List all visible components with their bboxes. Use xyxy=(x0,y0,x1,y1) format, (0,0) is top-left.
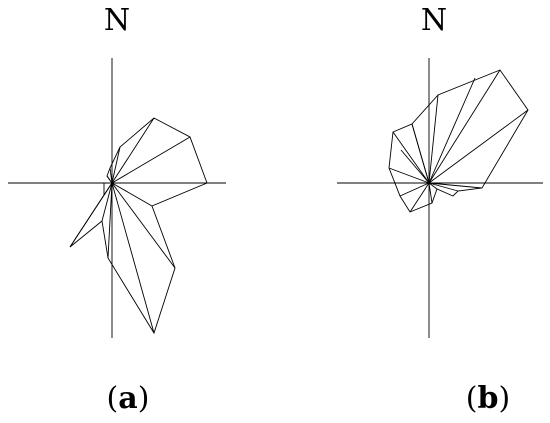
rose-spoke xyxy=(111,146,121,184)
panel-label-a: (a) xyxy=(107,381,150,416)
rose-spoke xyxy=(388,167,430,184)
rose-spoke xyxy=(111,136,191,184)
rose-spoke xyxy=(428,94,439,184)
rose-spoke xyxy=(428,182,459,192)
rose-spokes-a xyxy=(69,117,207,334)
rose-spoke xyxy=(428,182,483,189)
rose-outline-b xyxy=(388,69,529,213)
rose-spoke xyxy=(428,109,529,184)
rose-spoke xyxy=(107,182,113,259)
rose-spoke xyxy=(111,182,176,269)
rose-spoke xyxy=(428,182,438,190)
rose-spoke xyxy=(111,182,153,207)
rose-spoke xyxy=(392,131,430,184)
rose-spoke xyxy=(400,149,430,184)
rose-spoke xyxy=(111,182,155,334)
rose-outline-a xyxy=(69,117,208,335)
panel-a: N (a) xyxy=(8,3,226,416)
rose-spoke xyxy=(109,167,113,184)
rose-spoke xyxy=(428,182,433,204)
rose-spoke xyxy=(428,77,476,184)
rose-spoke xyxy=(428,69,501,184)
panel-label-b: (b) xyxy=(466,381,510,416)
rose-spoke xyxy=(399,182,430,197)
panel-b: N (b) xyxy=(337,3,543,416)
rose-spoke xyxy=(111,117,155,184)
rose-spokes-b xyxy=(388,69,529,213)
north-label-b: N xyxy=(421,3,447,38)
rose-spoke xyxy=(411,123,430,184)
rose-spoke xyxy=(103,182,113,196)
rose-spoke xyxy=(106,175,113,184)
rose-spoke xyxy=(409,182,430,213)
north-label-a: N xyxy=(104,3,130,38)
rose-spoke xyxy=(101,182,113,222)
